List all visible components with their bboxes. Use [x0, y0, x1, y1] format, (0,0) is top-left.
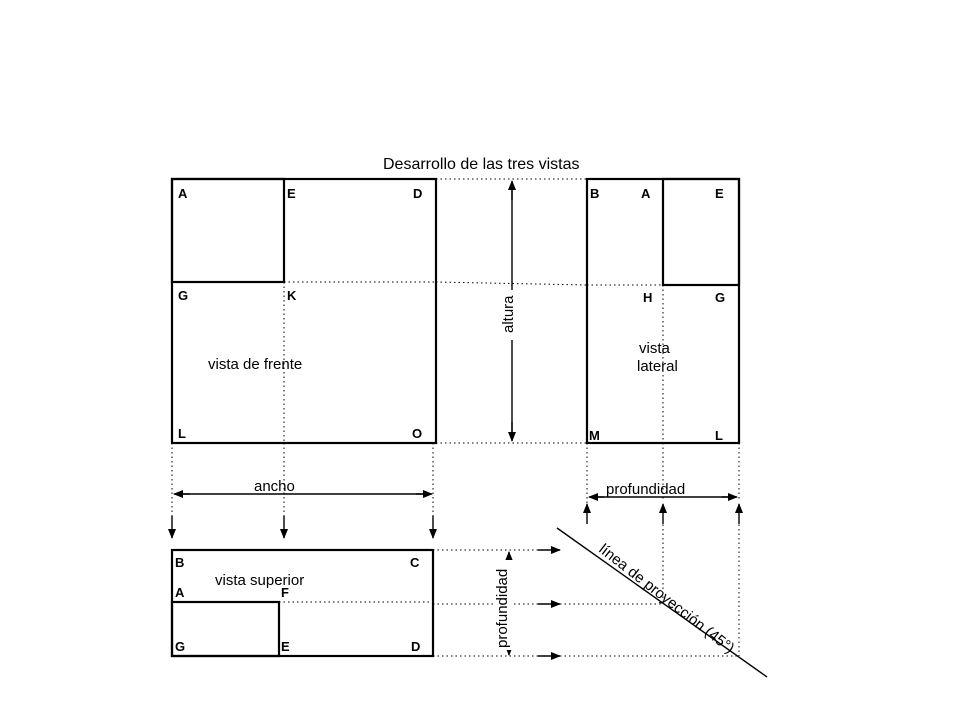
side-view: B A E H G M L vista lateral [585, 177, 741, 445]
top-depth-dimension: profundidad [494, 551, 514, 656]
front-point-e: E [287, 186, 296, 201]
top-point-e: E [281, 639, 290, 654]
top-view-caption: vista superior [215, 572, 304, 589]
top-point-b: B [175, 555, 184, 570]
top-point-f: F [281, 585, 289, 600]
top-projection-lines [433, 546, 739, 660]
top-view: B C A F G E D vista superior [170, 548, 435, 658]
front-point-d: D [413, 186, 422, 201]
diagram-title: Desarrollo de las tres vistas [383, 156, 580, 173]
height-label: altura [500, 295, 517, 333]
width-label: ancho [254, 478, 295, 495]
side-point-a: A [641, 186, 651, 201]
front-view-inner-block [170, 177, 286, 284]
side-point-b: B [590, 186, 599, 201]
top-depth-label: profundidad [494, 569, 511, 648]
side-view-inner-block [661, 177, 741, 287]
vertical-projection-lines-side [583, 443, 743, 656]
vertical-projection-lines-front [168, 443, 437, 539]
side-depth-label: profundidad [606, 481, 685, 498]
front-point-l: L [178, 426, 186, 441]
projection-line-label: línea de proyección (45°) [596, 541, 738, 657]
front-view-outline [170, 177, 438, 445]
side-point-m: M [589, 428, 600, 443]
front-point-o: O [412, 426, 422, 441]
top-point-d: D [411, 639, 420, 654]
side-point-g: G [715, 290, 725, 305]
side-view-caption-line1: vista [639, 340, 671, 357]
side-point-e: E [715, 186, 724, 201]
top-point-c: C [410, 555, 420, 570]
front-view-caption: vista de frente [208, 356, 302, 373]
top-point-g: G [175, 639, 185, 654]
side-depth-dimension: profundidad [588, 481, 738, 501]
side-view-caption-line2: lateral [637, 358, 678, 375]
front-point-g: G [178, 288, 188, 303]
front-view: A E D G K L O vista de frente [170, 177, 438, 445]
width-dimension: ancho [173, 478, 433, 498]
side-point-l: L [715, 428, 723, 443]
height-dimension: altura [500, 180, 522, 442]
top-point-a: A [175, 585, 185, 600]
front-point-k: K [287, 288, 297, 303]
front-point-a: A [178, 186, 188, 201]
projection-line-45 [556, 527, 768, 678]
top-view-inner-block [170, 600, 281, 658]
side-point-h: H [643, 290, 652, 305]
